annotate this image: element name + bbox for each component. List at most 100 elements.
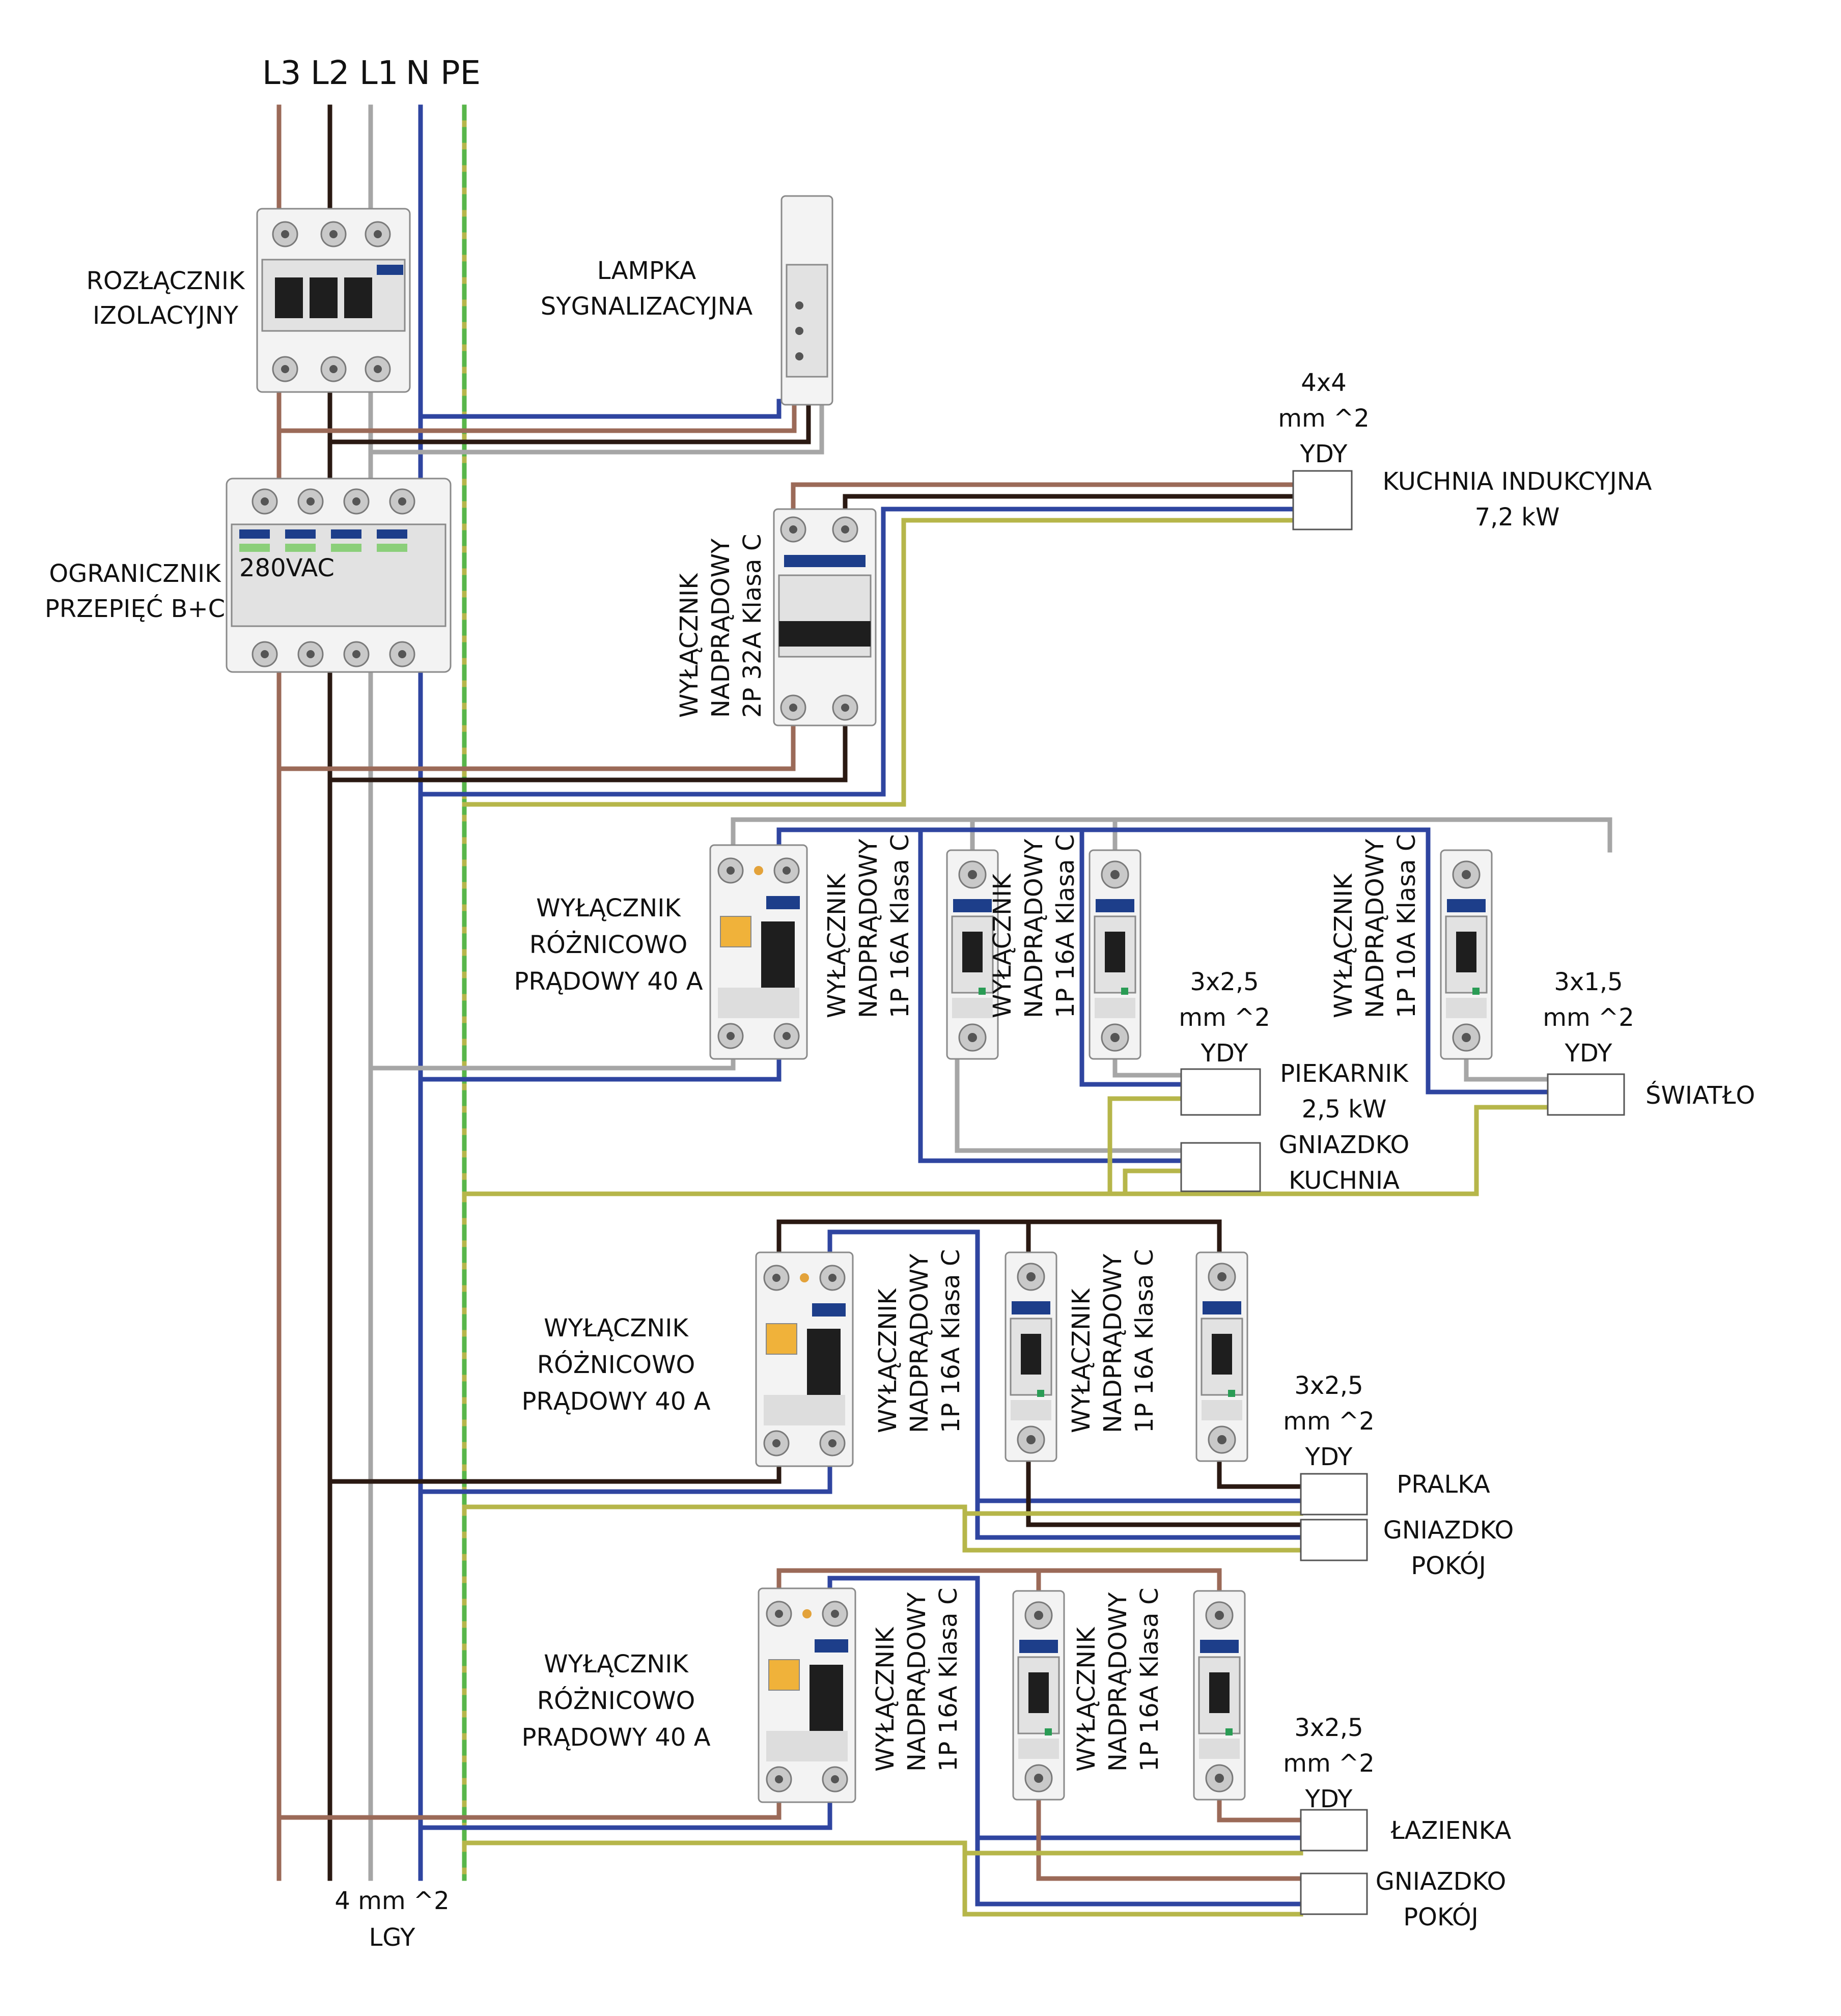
svg-text:YDY: YDY bbox=[1300, 440, 1348, 468]
mcb-1p-16a-gniazdko-pokoj-2 bbox=[1012, 1590, 1065, 1801]
bus-label-pe: PE bbox=[440, 54, 481, 92]
gniazdko-pokoj-2-label-2: POKÓJ bbox=[1403, 1902, 1479, 1931]
load-box-gniazdko-pokoj-2 bbox=[1300, 1872, 1368, 1915]
pralka-label: PRALKA bbox=[1397, 1470, 1490, 1499]
isolator-label-1: ROZŁĄCZNIK bbox=[87, 267, 245, 295]
circuit-wiring bbox=[276, 399, 1612, 1917]
gniazdko-pokoj-2-label-1: GNIAZDKO bbox=[1376, 1867, 1507, 1896]
bus-label-l3: L3 bbox=[262, 54, 301, 92]
svg-text:mm ^2: mm ^2 bbox=[1283, 1749, 1375, 1778]
rcd-1 bbox=[709, 844, 808, 1060]
svg-text:NADPRĄDOWY: NADPRĄDOWY bbox=[1020, 838, 1048, 1018]
svg-text:WYŁĄCZNIK: WYŁĄCZNIK bbox=[874, 1288, 902, 1433]
svg-text:2P 32A Klasa C: 2P 32A Klasa C bbox=[738, 534, 767, 718]
svg-text:3x1,5: 3x1,5 bbox=[1554, 968, 1623, 996]
rcd2-label-2: RÓŻNICOWO bbox=[537, 1350, 695, 1379]
svg-text:4x4: 4x4 bbox=[1301, 369, 1346, 397]
isolator-label-2: IZOLACYJNY bbox=[93, 301, 239, 330]
svg-text:NADPRĄDOWY: NADPRĄDOWY bbox=[1099, 1253, 1127, 1433]
main-busbars bbox=[276, 104, 467, 1881]
rcd1-label-2: RÓŻNICOWO bbox=[529, 930, 688, 959]
svg-text:1P 16A Klasa C: 1P 16A Klasa C bbox=[1051, 834, 1080, 1018]
bus-label-l1: L1 bbox=[359, 54, 398, 92]
svg-text:NADPRĄDOWY: NADPRĄDOWY bbox=[854, 838, 883, 1018]
load-box-pralka bbox=[1300, 1473, 1368, 1516]
rcd3-label-1: WYŁĄCZNIK bbox=[544, 1650, 689, 1678]
mcb-1p-16a-gniazdko-pokoj bbox=[1005, 1251, 1057, 1462]
load-box-kuchnia bbox=[1292, 470, 1353, 530]
svg-text:1P 10A Klasa C: 1P 10A Klasa C bbox=[1392, 834, 1421, 1018]
rcd-3 bbox=[758, 1587, 856, 1803]
svg-text:1P 16A Klasa C: 1P 16A Klasa C bbox=[1135, 1588, 1164, 1772]
signal-lamp bbox=[780, 195, 833, 406]
cable-labels: 4x4 mm ^2 YDY 3x2,5 mm ^2 YDY 3x1,5 mm ^… bbox=[1179, 369, 1634, 1813]
svg-text:WYŁĄCZNIK: WYŁĄCZNIK bbox=[1329, 873, 1358, 1018]
rcd1-label-3: PRĄDOWY 40 A bbox=[514, 967, 703, 996]
svg-text:1P 16A Klasa C: 1P 16A Klasa C bbox=[934, 1588, 963, 1772]
bus-label-n: N bbox=[406, 54, 430, 92]
surge-protector: 280VAC bbox=[226, 478, 452, 673]
svg-text:mm ^2: mm ^2 bbox=[1543, 1003, 1634, 1032]
svg-text:WYŁĄCZNIK: WYŁĄCZNIK bbox=[1072, 1627, 1101, 1772]
gniazdko-kuchnia-label-1: GNIAZDKO bbox=[1279, 1131, 1410, 1159]
piekarnik-label-2: 2,5 kW bbox=[1302, 1095, 1387, 1124]
gniazdko-kuchnia-label-2: KUCHNIA bbox=[1289, 1166, 1400, 1195]
mcb-2p-32a bbox=[773, 508, 877, 726]
bus-label-l2: L2 bbox=[311, 54, 349, 92]
lazienka-label: ŁAZIENKA bbox=[1390, 1816, 1512, 1845]
rcd2-label-1: WYŁĄCZNIK bbox=[544, 1314, 689, 1342]
svg-text:NADPRĄDOWY: NADPRĄDOWY bbox=[1104, 1592, 1132, 1772]
svg-text:WYŁĄCZNIK: WYŁĄCZNIK bbox=[1067, 1288, 1096, 1433]
load-box-lazienka bbox=[1300, 1809, 1368, 1852]
gniazdko-pokoj-label-1: GNIAZDKO bbox=[1383, 1516, 1514, 1545]
svg-text:NADPRĄDOWY: NADPRĄDOWY bbox=[1361, 838, 1389, 1018]
svg-text:1P 16A Klasa C: 1P 16A Klasa C bbox=[937, 1249, 965, 1433]
device-labels: ROZŁĄCZNIK IZOLACYJNY LAMPKA SYGNALIZACY… bbox=[45, 257, 1421, 1772]
svg-text:YDY: YDY bbox=[1305, 1443, 1353, 1471]
svg-text:YDY: YDY bbox=[1305, 1785, 1353, 1813]
rcd2-label-3: PRĄDOWY 40 A bbox=[521, 1387, 710, 1416]
swiatlo-label: ŚWIATŁO bbox=[1645, 1081, 1755, 1110]
kuchnia-label-1: KUCHNIA INDUKCYJNA bbox=[1383, 467, 1652, 496]
svg-text:WYŁĄCZNIK: WYŁĄCZNIK bbox=[675, 573, 704, 718]
mcb-1p-16a-gniazdko-kuchnia bbox=[1089, 849, 1141, 1060]
gniazdko-pokoj-label-2: POKÓJ bbox=[1411, 1551, 1486, 1580]
svg-text:NADPRĄDOWY: NADPRĄDOWY bbox=[707, 538, 735, 718]
svg-text:mm ^2: mm ^2 bbox=[1278, 404, 1370, 433]
svg-text:3x2,5: 3x2,5 bbox=[1294, 1714, 1363, 1742]
rcd1-label-1: WYŁĄCZNIK bbox=[536, 894, 681, 922]
svg-text:YDY: YDY bbox=[1201, 1039, 1249, 1068]
rcd3-label-3: PRĄDOWY 40 A bbox=[521, 1723, 710, 1752]
mcb-1p-16a-pralka bbox=[1195, 1251, 1248, 1462]
svg-text:mm ^2: mm ^2 bbox=[1283, 1407, 1375, 1436]
piekarnik-label-1: PIEKARNIK bbox=[1280, 1059, 1409, 1088]
bus-labels: L3 L2 L1 N PE bbox=[262, 54, 481, 92]
load-box-swiatlo bbox=[1547, 1073, 1625, 1116]
load-box-gniazdko-kuchnia bbox=[1180, 1142, 1261, 1192]
svg-text:1P 16A Klasa C: 1P 16A Klasa C bbox=[1130, 1249, 1159, 1433]
svg-text:mm ^2: mm ^2 bbox=[1179, 1003, 1270, 1032]
svg-text:NADPRĄDOWY: NADPRĄDOWY bbox=[903, 1592, 931, 1772]
isolator-switch bbox=[256, 208, 411, 393]
mcb-1p-10a-swiatlo bbox=[1440, 849, 1493, 1060]
load-labels: KUCHNIA INDUKCYJNA 7,2 kW PIEKARNIK 2,5 … bbox=[1279, 467, 1755, 1931]
lamp-label-1: LAMPKA bbox=[597, 257, 696, 285]
svg-text:4 mm ^2: 4 mm ^2 bbox=[334, 1887, 449, 1915]
svg-text:1P 16A Klasa C: 1P 16A Klasa C bbox=[886, 834, 914, 1018]
svg-text:LGY: LGY bbox=[369, 1923, 416, 1952]
surge-rating-text: 280VAC bbox=[239, 554, 334, 582]
rcd3-label-2: RÓŻNICOWO bbox=[537, 1686, 695, 1715]
main-cable-label: 4 mm ^2 LGY bbox=[334, 1887, 449, 1952]
kuchnia-label-2: 7,2 kW bbox=[1475, 503, 1560, 531]
lamp-label-2: SYGNALIZACYJNA bbox=[541, 292, 753, 321]
surge-label-1: OGRANICZNIK bbox=[49, 559, 221, 588]
svg-text:3x2,5: 3x2,5 bbox=[1190, 968, 1259, 996]
load-boxes bbox=[1180, 470, 1625, 1915]
svg-text:YDY: YDY bbox=[1565, 1039, 1613, 1068]
load-box-gniazdko-pokoj bbox=[1300, 1519, 1368, 1561]
svg-text:NADPRĄDOWY: NADPRĄDOWY bbox=[905, 1253, 934, 1433]
surge-label-2: PRZEPIĘĆ B+C bbox=[45, 594, 225, 623]
load-box-piekarnik bbox=[1180, 1068, 1261, 1116]
svg-text:3x2,5: 3x2,5 bbox=[1294, 1371, 1363, 1400]
